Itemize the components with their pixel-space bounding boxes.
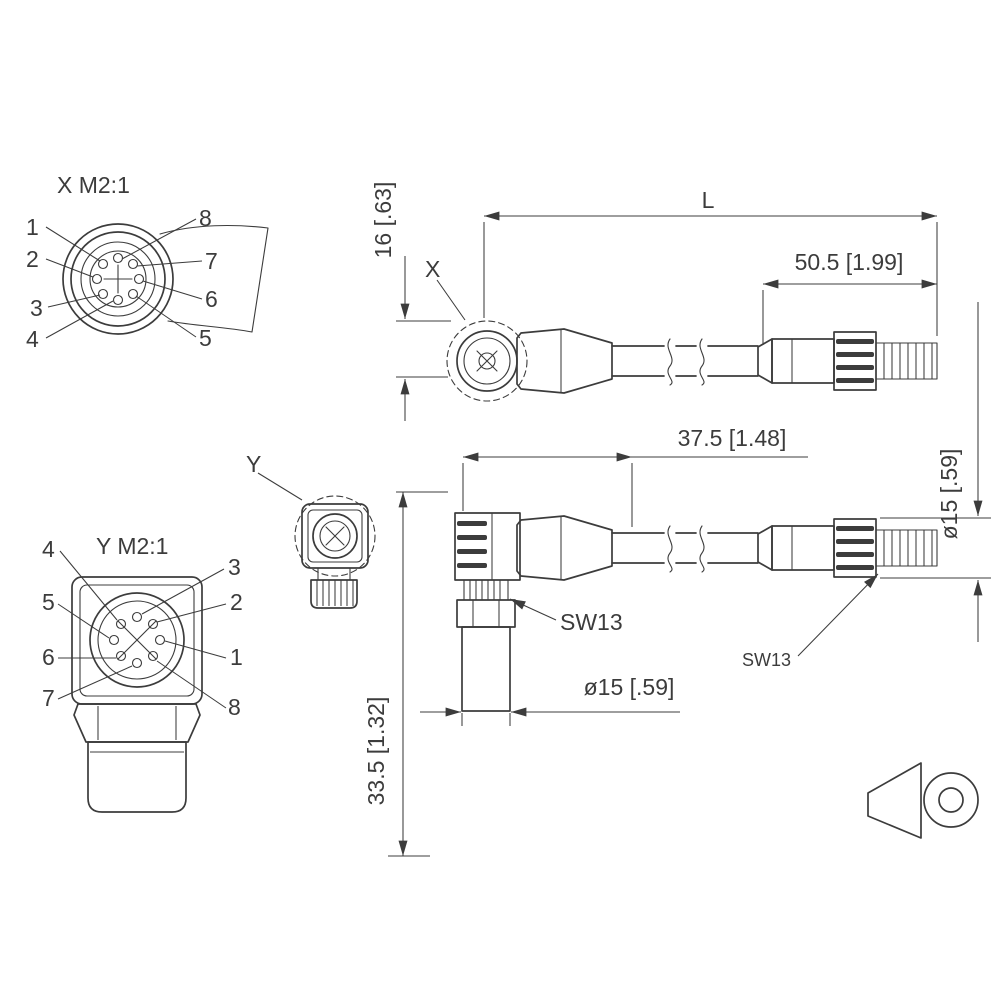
face-y-leaders xyxy=(57,550,227,709)
thread-section xyxy=(463,579,509,601)
face-y-pin-label: 6 xyxy=(42,644,55,670)
face-x-pin-label: 5 xyxy=(199,325,212,351)
face-y-body xyxy=(73,703,201,813)
cable-boot xyxy=(516,328,613,394)
hex-nut xyxy=(456,599,516,628)
face-view-x: X M2:1 1 2 3 4 8 7 6 5 xyxy=(26,172,269,352)
connector-straight-male xyxy=(757,331,938,391)
connector-x-callout: X xyxy=(425,256,440,282)
dim-height-angled: 33.5 [1.32] xyxy=(363,697,389,806)
face-y-pin-label: 3 xyxy=(228,554,241,580)
face-y-pin-label: 2 xyxy=(230,589,243,615)
face-x-pin-label: 1 xyxy=(26,214,39,240)
face-y-pin-label: 8 xyxy=(228,694,241,720)
cable-straight xyxy=(611,338,759,386)
connector-straight-male-2 xyxy=(757,518,938,578)
dim-connector-length-angled: 37.5 [1.48] xyxy=(678,425,787,451)
face-x-keying-cross xyxy=(103,264,133,294)
dim-offset-height: 16 [.63] xyxy=(370,182,396,259)
cable-angled xyxy=(611,525,759,573)
face-x-leaders xyxy=(45,218,203,339)
face-y-keying-cross xyxy=(117,620,157,660)
face-y-title: Y M2:1 xyxy=(96,533,168,559)
face-y-pin-label: 5 xyxy=(42,589,55,615)
face-y-pins xyxy=(108,611,166,669)
side-view-angled: Y xyxy=(246,302,991,857)
wrench-size-right: SW13 xyxy=(742,650,791,670)
face-x-pin-label: 8 xyxy=(199,205,212,231)
dim-connector-length: 50.5 [1.99] xyxy=(795,249,904,275)
face-y-pin-label: 4 xyxy=(42,536,55,562)
side-view-straight: L 50.5 [1.99] 16 [.63] X xyxy=(370,182,938,421)
connector-y-angled xyxy=(454,512,521,712)
ring-view-outer xyxy=(923,772,979,828)
connector-x-angled xyxy=(446,320,528,402)
connector-y-callout: Y xyxy=(246,451,261,477)
face-x-pin-label: 4 xyxy=(26,326,39,352)
face-x-pins xyxy=(91,252,145,306)
face-x-pin-label: 2 xyxy=(26,246,39,272)
lower-barrel xyxy=(461,626,511,712)
face-view-y: Y M2:1 4 5 6 7 3 2 1 8 xyxy=(42,533,243,813)
dim-diameter-right: ø15 [.59] xyxy=(936,449,962,540)
wrench-size-left: SW13 xyxy=(560,609,623,635)
face-x-pin-label: 7 xyxy=(205,248,218,274)
dim-total-length: L xyxy=(702,187,715,213)
cable-boot xyxy=(516,515,613,581)
face-x-pin-label: 3 xyxy=(30,295,43,321)
face-x-flag-outline xyxy=(159,224,269,333)
ring-view-inner xyxy=(938,787,964,813)
face-x-title: X M2:1 xyxy=(57,172,130,198)
connector-y-detail xyxy=(294,495,376,609)
thread-section xyxy=(875,529,938,567)
cone-view xyxy=(867,762,922,839)
thread-section xyxy=(875,342,938,380)
face-y-pin-label: 7 xyxy=(42,685,55,711)
face-y-pin-label: 1 xyxy=(230,644,243,670)
dim-thread-diameter: ø15 [.59] xyxy=(584,674,675,700)
coupling-end-views xyxy=(867,762,979,839)
face-x-pin-label: 6 xyxy=(205,286,218,312)
face-x-outer-ring xyxy=(62,223,174,335)
